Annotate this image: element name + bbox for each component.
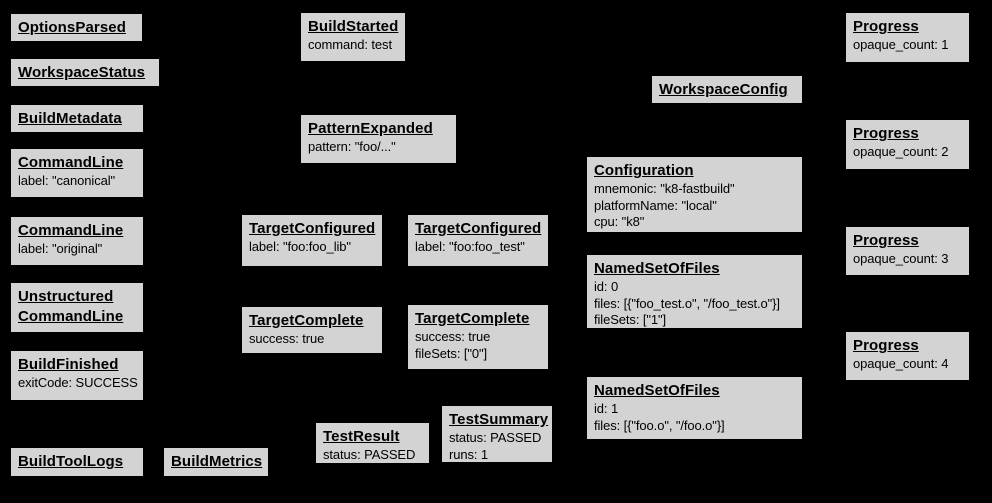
node-title: Progress: [853, 337, 919, 354]
node-build-started: BuildStarted command: test: [300, 12, 406, 62]
node-field: exitCode: SUCCESS: [18, 375, 138, 390]
node-title: TargetComplete: [415, 310, 530, 327]
node-title: CommandLine: [18, 222, 124, 239]
node-title: CommandLine: [18, 154, 124, 171]
node-title: Progress: [853, 232, 919, 249]
node-title: BuildFinished: [18, 356, 119, 373]
node-target-complete-lib: TargetComplete success: true: [241, 306, 383, 354]
node-field: label: "foo:foo_test": [415, 239, 525, 254]
node-title: PatternExpanded: [308, 120, 433, 137]
node-field: files: [{"foo_test.o", "/foo_test.o"}]: [594, 295, 780, 311]
node-target-configured-foo-test: TargetConfigured label: "foo:foo_test": [407, 214, 549, 267]
node-target-configured-foo-lib: TargetConfigured label: "foo:foo_lib": [241, 214, 383, 267]
node-field: opaque_count: 1: [853, 37, 949, 52]
node-body: opaque_count: 1: [853, 37, 963, 54]
node-field: status: PASSED: [449, 430, 542, 445]
node-build-metrics: BuildMetrics: [163, 447, 269, 477]
node-field: command: test: [308, 37, 392, 52]
node-body: mnemonic: "k8-fastbuild"platformName: "l…: [594, 181, 796, 231]
node-body: exitCode: SUCCESS: [18, 375, 138, 392]
node-title: TestSummary: [449, 411, 549, 428]
node-field: id: 0: [594, 279, 619, 294]
node-title: OptionsParsed: [18, 19, 126, 36]
node-title: TestResult: [323, 428, 400, 445]
node-body: label: "foo:foo_lib": [249, 239, 376, 256]
node-field: success: true: [415, 329, 491, 344]
node-field: runs: 1: [449, 446, 489, 462]
node-field: opaque_count: 2: [853, 144, 949, 159]
node-title: Configuration: [594, 162, 694, 179]
node-body: command: test: [308, 37, 399, 54]
node-body: success: true: [249, 331, 376, 348]
node-title: Unstructured CommandLine: [18, 288, 124, 325]
node-field: cpu: "k8": [594, 214, 645, 229]
node-title: WorkspaceStatus: [18, 64, 146, 81]
node-pattern-expanded: PatternExpanded pattern: "foo/...": [300, 114, 457, 164]
node-command-line-original: CommandLine label: "original": [10, 216, 144, 266]
node-unstructured-command-line: Unstructured CommandLine: [10, 282, 144, 333]
node-title: NamedSetOfFiles: [594, 260, 720, 277]
node-progress-1: Progress opaque_count: 1: [845, 12, 970, 63]
node-field: success: true: [249, 331, 325, 346]
node-field: label: "original": [18, 241, 103, 256]
node-build-finished: BuildFinished exitCode: SUCCESS: [10, 350, 144, 401]
node-field: platformName: "local": [594, 197, 717, 213]
node-progress-3: Progress opaque_count: 3: [845, 226, 970, 276]
node-workspace-config: WorkspaceConfig: [651, 75, 803, 104]
node-body: label: "original": [18, 241, 137, 258]
node-test-result: TestResult status: PASSED: [315, 422, 430, 464]
node-build-tool-logs: BuildToolLogs: [10, 447, 144, 477]
node-configuration: Configuration mnemonic: "k8-fastbuild"pl…: [586, 156, 803, 233]
node-title: BuildMetrics: [171, 453, 263, 470]
node-body: opaque_count: 3: [853, 251, 963, 268]
node-body: status: PASSED: [323, 447, 423, 464]
node-title: TargetConfigured: [249, 220, 376, 237]
node-title: NamedSetOfFiles: [594, 382, 720, 399]
node-field: opaque_count: 3: [853, 251, 949, 266]
node-body: label: "canonical": [18, 173, 137, 190]
node-field: mnemonic: "k8-fastbuild": [594, 181, 735, 196]
node-options-parsed: OptionsParsed: [10, 13, 143, 42]
node-progress-2: Progress opaque_count: 2: [845, 119, 970, 170]
node-title: BuildToolLogs: [18, 453, 124, 470]
node-body: opaque_count: 2: [853, 144, 963, 161]
node-workspace-status: WorkspaceStatus: [10, 58, 160, 87]
node-body: opaque_count: 4: [853, 356, 963, 373]
node-title: TargetComplete: [249, 312, 364, 329]
node-field: opaque_count: 4: [853, 356, 949, 371]
node-field: status: PASSED: [323, 447, 416, 462]
node-field: fileSets: ["0"]: [415, 345, 488, 361]
node-field: id: 1: [594, 401, 619, 416]
node-title: BuildStarted: [308, 18, 399, 35]
node-body: pattern: "foo/...": [308, 139, 450, 156]
node-title: Progress: [853, 125, 919, 142]
node-field: pattern: "foo/...": [308, 139, 396, 154]
node-command-line-canonical: CommandLine label: "canonical": [10, 148, 144, 198]
node-field: label: "canonical": [18, 173, 116, 188]
node-field: label: "foo:foo_lib": [249, 239, 351, 254]
node-progress-4: Progress opaque_count: 4: [845, 331, 970, 381]
node-title: BuildMetadata: [18, 110, 122, 127]
node-body: label: "foo:foo_test": [415, 239, 542, 256]
node-field: files: [{"foo.o", "/foo.o"}]: [594, 417, 725, 433]
node-title: WorkspaceConfig: [659, 81, 788, 98]
node-field: fileSets: ["1"]: [594, 312, 667, 327]
node-build-metadata: BuildMetadata: [10, 104, 144, 133]
node-title: TargetConfigured: [415, 220, 542, 237]
node-title: Progress: [853, 18, 919, 35]
